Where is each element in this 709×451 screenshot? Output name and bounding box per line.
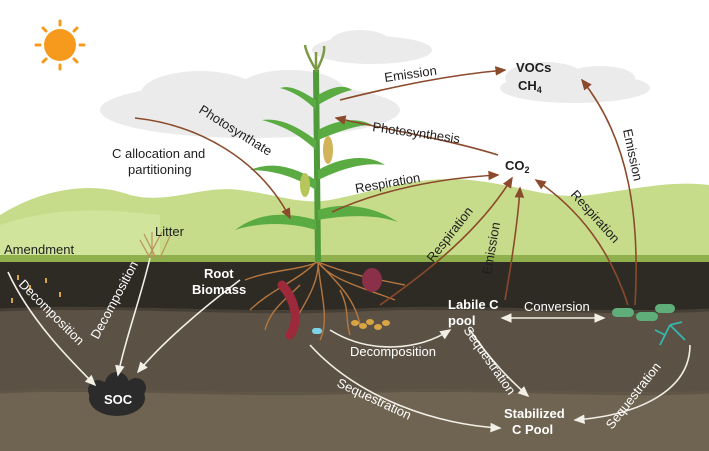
- arrow-emission-top: [339, 66, 507, 101]
- stabilized-pool-label-line1: Stabilized: [504, 406, 565, 421]
- arrow-emission-microbe: [581, 78, 637, 306]
- soc-blob: [88, 372, 146, 416]
- microbe-icon: [312, 328, 322, 334]
- fungi-icon: [654, 321, 686, 346]
- c-allocation-label-line1: C allocation and: [112, 146, 205, 161]
- litter-label: Litter: [155, 224, 185, 239]
- co2-label: CO2: [505, 158, 530, 175]
- arrow-decomposition-litter: [115, 257, 151, 377]
- arrow-photosynthesis: [334, 115, 499, 156]
- labile-pool-label-line2: pool: [448, 313, 475, 328]
- arrow-decomposition-amendment: [7, 271, 97, 387]
- grass-strip: [0, 255, 709, 263]
- c-allocation-label-line2: partitioning: [128, 162, 192, 177]
- seeds-icon: [351, 319, 390, 330]
- labile-pool-label-line1: Labile C: [448, 297, 499, 312]
- vocs-label: VOCs: [516, 60, 551, 75]
- arrow-emission-soil: [504, 186, 525, 301]
- cloud-right: [500, 62, 650, 103]
- arrow-respiration-soil: [379, 176, 513, 306]
- root-nodule-icon: [362, 268, 382, 292]
- arrow-respiration-plant: [331, 170, 500, 213]
- emission-top-label: Emission: [383, 63, 437, 85]
- root-biomass-label-line1: Root: [204, 266, 234, 281]
- earthworm-icon: [277, 280, 300, 340]
- arrow-sequestration-microbe: [573, 344, 691, 425]
- corn-plant-icon: [235, 44, 398, 263]
- soil-boundary: [0, 306, 709, 314]
- arrow-photosynthate: [134, 117, 291, 220]
- arrow-decomposition-root: [329, 329, 452, 348]
- sun-icon: [34, 19, 86, 71]
- root-biomass-label-line2: Biomass: [192, 282, 246, 297]
- soc-label: SOC: [104, 392, 133, 407]
- ch4-label: CH4: [518, 78, 542, 95]
- conversion-label: Conversion: [524, 299, 590, 314]
- arrow-sequestration-root: [309, 344, 502, 433]
- hills-back: [0, 210, 160, 265]
- amendment-label: Amendment: [4, 242, 74, 257]
- cloud-top: [312, 30, 432, 64]
- soil-top-layer: [0, 262, 709, 310]
- arrow-root-to-soc: [136, 279, 241, 374]
- decomposition-root-label: Decomposition: [350, 344, 436, 359]
- litter-icon: [139, 231, 171, 259]
- hills: [0, 179, 709, 265]
- arrow-respiration-microbe: [534, 179, 629, 306]
- arrow-sequestration-labile: [469, 329, 530, 398]
- bacteria-icon: [612, 304, 675, 321]
- stabilized-pool-label-line2: C Pool: [512, 422, 553, 437]
- amendment-particles: [11, 275, 61, 303]
